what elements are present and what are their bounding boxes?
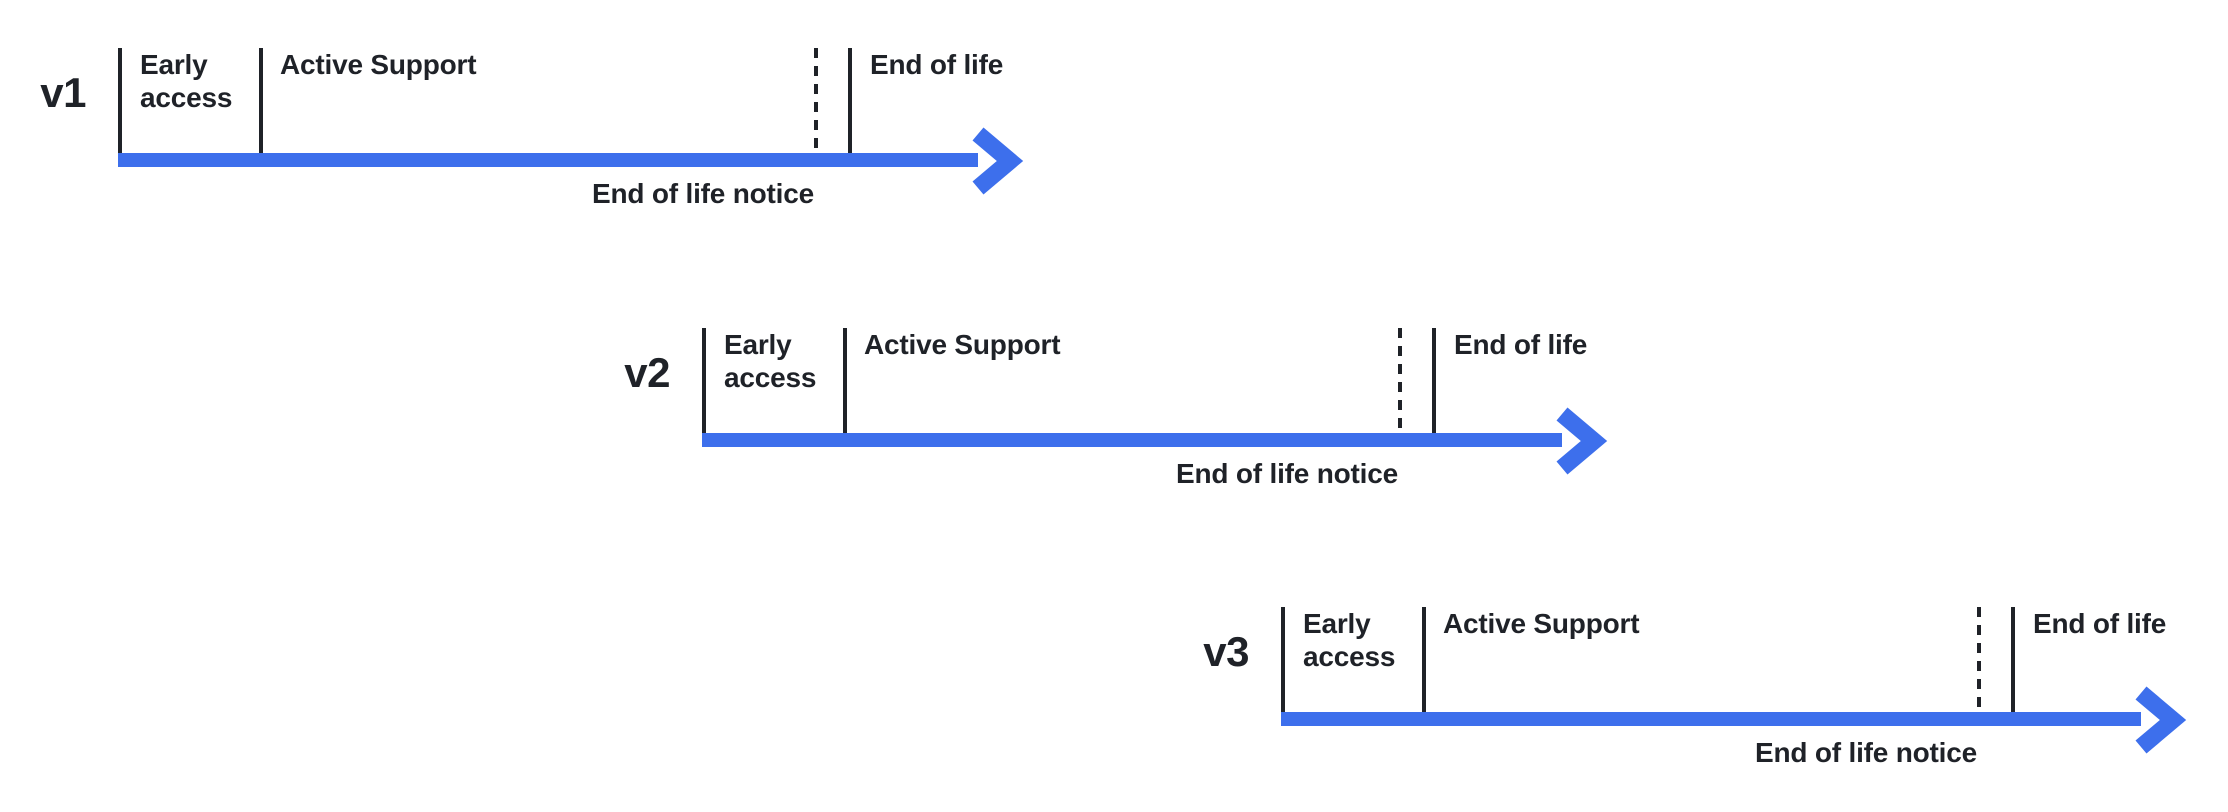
end-of-life-notice-label: End of life notice — [592, 178, 814, 209]
timeline-arrow-head-icon — [1556, 407, 1608, 475]
timeline-v1: v1 Early access Active Support End of li… — [40, 48, 1028, 218]
version-label-v3: v3 — [1203, 628, 1249, 675]
early-access-label: Early access — [140, 49, 233, 113]
active-support-start-tick — [259, 48, 263, 154]
early-access-label: Early access — [1303, 608, 1396, 672]
early-access-label: Early access — [724, 329, 817, 393]
end-of-life-notice-tick — [1977, 607, 1981, 713]
end-of-life-tick — [2011, 607, 2015, 713]
timeline-arrow-shaft — [1281, 712, 2141, 726]
early-access-start-tick — [702, 328, 706, 434]
end-of-life-tick — [848, 48, 852, 154]
active-support-label: Active Support — [1443, 608, 1640, 639]
early-access-start-tick — [118, 48, 122, 154]
end-of-life-label: End of life — [2033, 608, 2167, 639]
active-support-start-tick — [1422, 607, 1426, 713]
active-support-label: Active Support — [864, 329, 1061, 360]
end-of-life-tick — [1432, 328, 1436, 434]
timeline-v3: v3 Early access Active Support End of li… — [1203, 607, 2191, 777]
end-of-life-label: End of life — [870, 49, 1004, 80]
active-support-label: Active Support — [280, 49, 477, 80]
version-label-v1: v1 — [40, 69, 86, 116]
timeline-arrow-shaft — [702, 433, 1562, 447]
early-access-start-tick — [1281, 607, 1285, 713]
version-label-v2: v2 — [624, 349, 670, 396]
end-of-life-notice-label: End of life notice — [1755, 737, 1977, 768]
end-of-life-notice-tick — [1398, 328, 1402, 434]
timeline-arrow-head-icon — [972, 127, 1024, 195]
end-of-life-notice-tick — [814, 48, 818, 154]
timeline-arrow-shaft — [118, 153, 978, 167]
end-of-life-label: End of life — [1454, 329, 1588, 360]
timeline-v2: v2 Early access Active Support End of li… — [624, 328, 1612, 498]
active-support-start-tick — [843, 328, 847, 434]
end-of-life-notice-label: End of life notice — [1176, 458, 1398, 489]
timeline-arrow-head-icon — [2135, 686, 2187, 754]
